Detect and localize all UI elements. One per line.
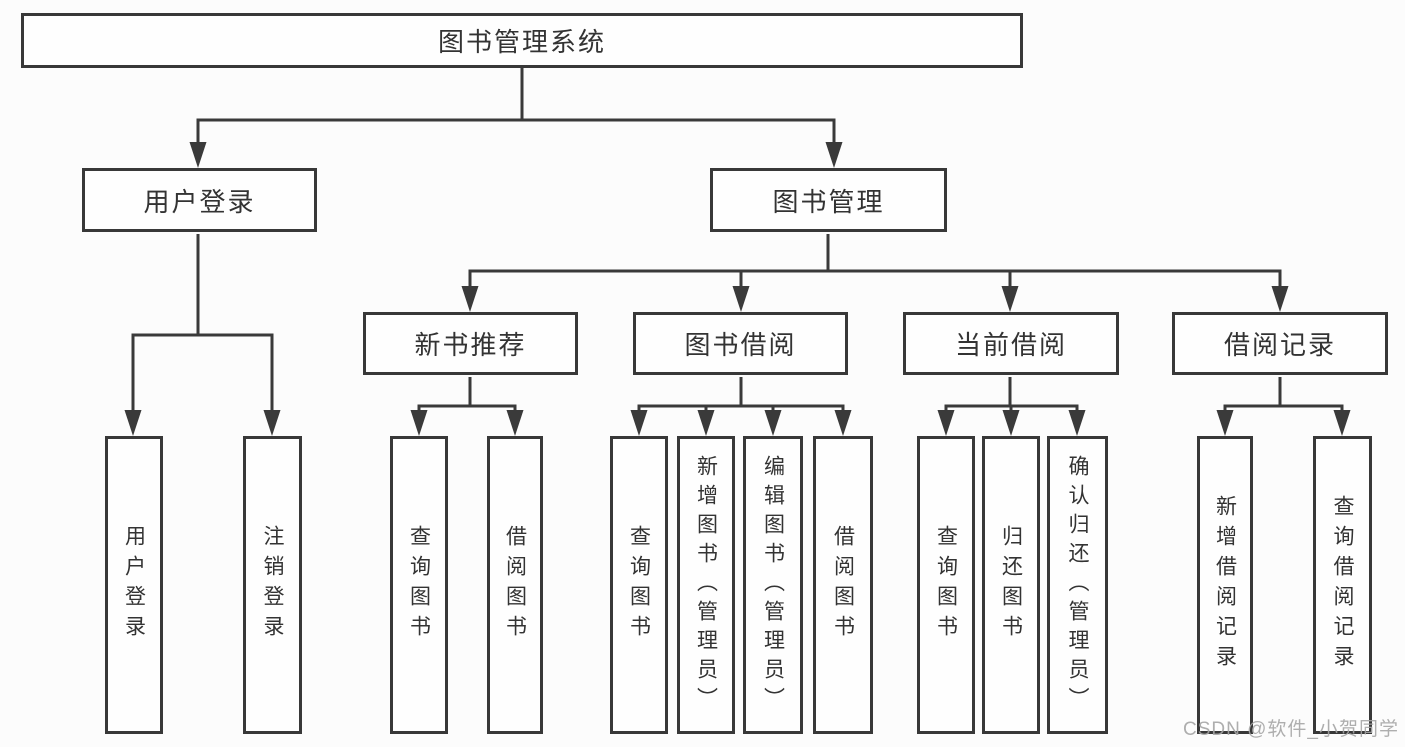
- node-new-book-recommend: 新书推荐: [363, 312, 578, 375]
- leaf-label: 归还图书: [999, 525, 1023, 645]
- node-book-borrow: 图书借阅: [633, 312, 848, 375]
- leaf-add-borrow-record: 新增借阅记录: [1197, 436, 1253, 734]
- node-borrow-records: 借阅记录: [1172, 312, 1388, 375]
- leaf-label: 新增图书（管理员）: [694, 454, 718, 716]
- leaf-label: 查询图书: [934, 525, 958, 645]
- leaf-label: 查询图书: [627, 525, 651, 645]
- leaf-label: 借阅图书: [503, 525, 527, 645]
- node-label: 图书管理系统: [437, 27, 606, 57]
- node-book-management: 图书管理: [710, 168, 947, 232]
- leaf-label: 用户登录: [122, 525, 146, 645]
- leaf-borrow-books-2: 借阅图书: [813, 436, 873, 734]
- node-label: 新书推荐: [414, 330, 527, 360]
- csdn-watermark: CSDN @软件_小贺同学: [1183, 719, 1399, 740]
- leaf-query-borrow-record: 查询借阅记录: [1313, 436, 1372, 734]
- leaf-label: 查询借阅记录: [1331, 495, 1354, 675]
- leaf-query-books-2: 查询图书: [610, 436, 668, 734]
- leaf-label: 编辑图书（管理员）: [761, 454, 785, 716]
- leaf-return-books: 归还图书: [982, 436, 1040, 734]
- leaf-user-login: 用户登录: [105, 436, 163, 734]
- node-label: 图书管理: [772, 186, 885, 217]
- leaf-label: 注销登录: [261, 525, 284, 645]
- leaf-logout: 注销登录: [243, 436, 302, 734]
- node-label: 用户登录: [143, 186, 256, 217]
- node-label: 图书借阅: [684, 330, 797, 360]
- leaf-label: 查询图书: [407, 525, 431, 645]
- node-user-login: 用户登录: [82, 168, 317, 232]
- node-current-borrow: 当前借阅: [903, 312, 1119, 375]
- leaf-confirm-return-admin: 确认归还（管理员）: [1047, 436, 1108, 734]
- arrowhead-icons: [124, 142, 1351, 436]
- leaf-query-books-1: 查询图书: [390, 436, 448, 734]
- leaf-label: 借阅图书: [831, 525, 855, 645]
- node-root-system: 图书管理系统: [21, 13, 1023, 68]
- leaf-borrow-books-1: 借阅图书: [487, 436, 543, 734]
- node-label: 借阅记录: [1223, 330, 1336, 360]
- node-label: 当前借阅: [954, 330, 1067, 360]
- leaf-edit-books-admin: 编辑图书（管理员）: [743, 436, 803, 734]
- leaf-label: 确认归还（管理员）: [1066, 454, 1089, 716]
- leaf-label: 新增借阅记录: [1213, 495, 1237, 675]
- leaf-query-books-3: 查询图书: [917, 436, 975, 734]
- leaf-add-books-admin: 新增图书（管理员）: [677, 436, 735, 734]
